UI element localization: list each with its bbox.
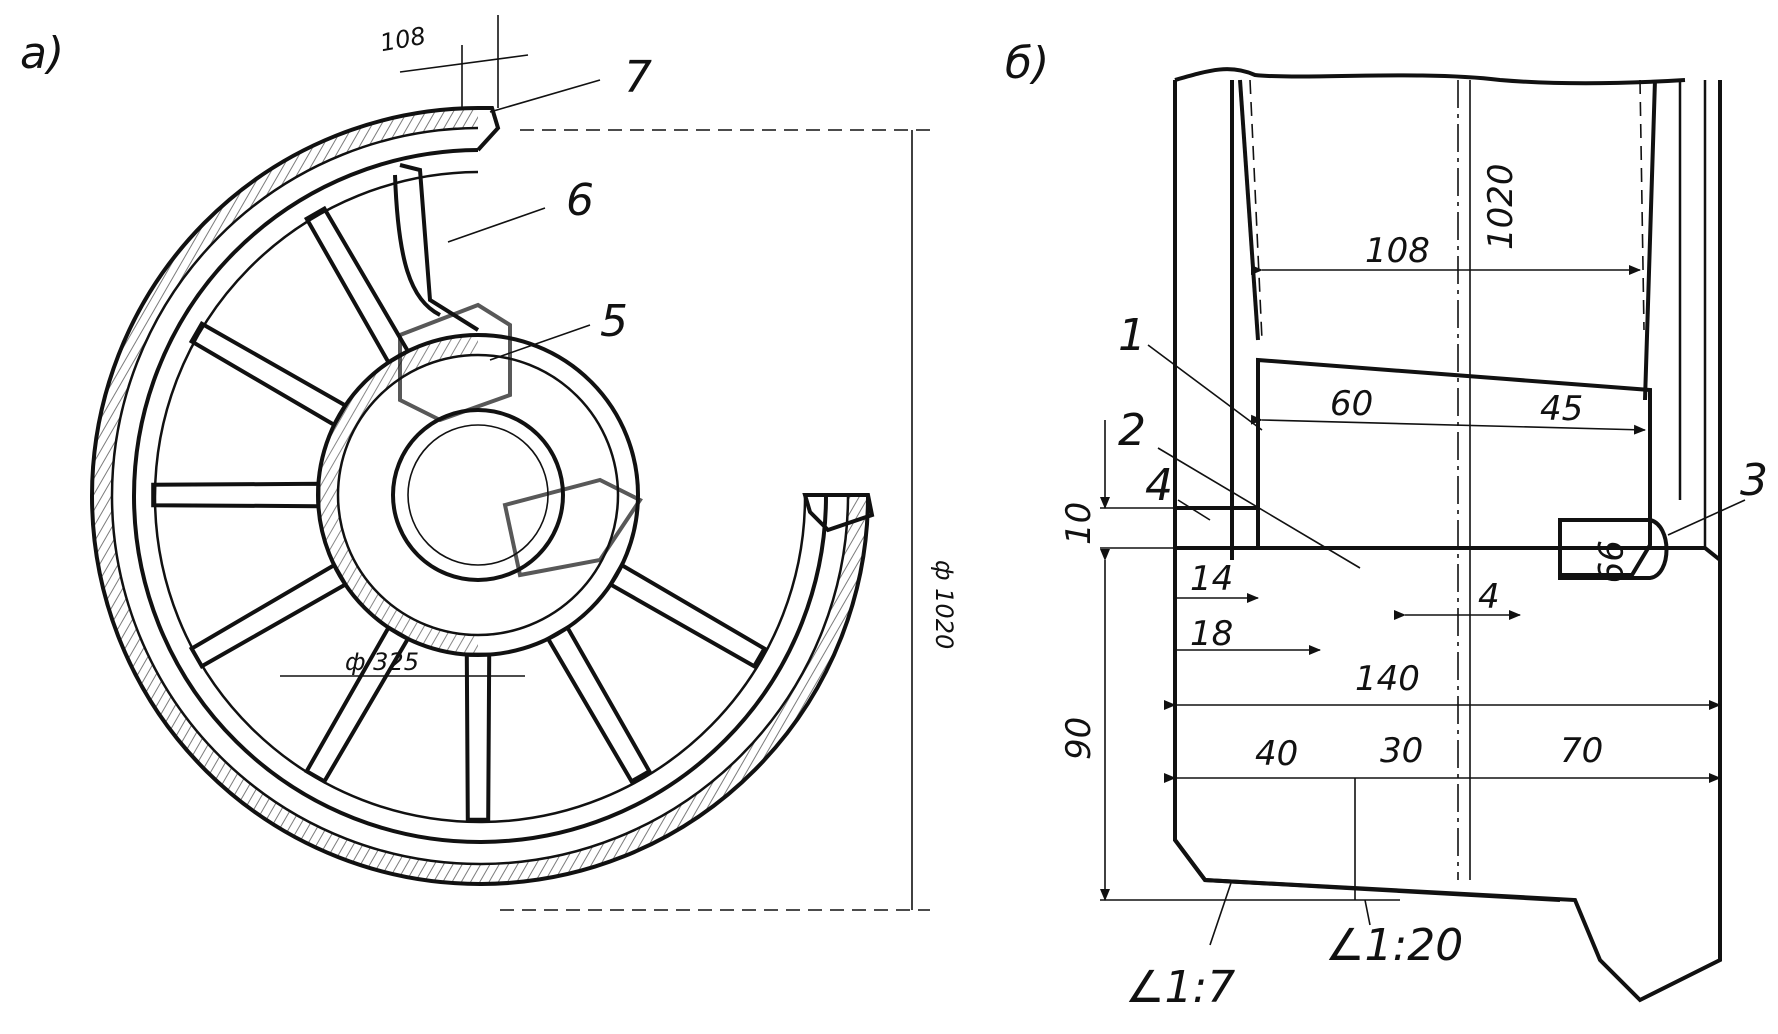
wheel-spoke: [303, 205, 411, 366]
panel-a-label: а): [20, 28, 64, 79]
panel-a-dim-108: 108: [378, 22, 428, 58]
wheel-spoke: [188, 562, 349, 670]
panel-b-section: 1 2 4 3 108 1020 60 45 10 14 18 4 99 140…: [1005, 38, 1768, 1013]
wheel-spokes: [151, 205, 768, 822]
wheel-spoke: [545, 624, 653, 785]
panel-b-dim-108: 108: [1365, 231, 1430, 271]
panel-b-part-3: 3: [1740, 455, 1768, 506]
wheel-spoke: [303, 624, 411, 785]
panel-b-dim-10: 10: [1059, 502, 1099, 545]
wheel-spoke: [151, 481, 321, 509]
panel-a-dim-325: ф 325: [345, 648, 419, 676]
panel-a-part-5: 5: [600, 296, 628, 347]
panel-b-dim-99: 99: [1589, 540, 1629, 583]
panel-b-dim-60: 60: [1330, 384, 1373, 424]
panel-b-dim-90: 90: [1059, 717, 1099, 760]
panel-a-dim-1020: ф 1020: [930, 560, 958, 649]
panel-b-part-1: 1: [1118, 310, 1146, 361]
panel-b-dim-1020: 1020: [1481, 163, 1521, 250]
wheel-spoke: [607, 562, 768, 670]
panel-b-label: б): [1005, 38, 1049, 89]
panel-b-dim-70: 70: [1560, 731, 1603, 771]
panel-b-taper-1-20: ∠1:20: [1325, 920, 1463, 971]
panel-b-dim-4: 4: [1478, 577, 1500, 617]
panel-b-part-4: 4: [1145, 460, 1173, 511]
panel-a-part-6: 6: [566, 175, 594, 226]
panel-b-dim-140: 140: [1355, 659, 1420, 699]
panel-b-dim-14: 14: [1190, 559, 1233, 599]
panel-a-part-7: 7: [624, 52, 652, 103]
panel-b-dim-30: 30: [1380, 731, 1423, 771]
wheel-spoke: [464, 652, 492, 822]
panel-b-dim-40: 40: [1255, 734, 1298, 774]
panel-a-wheel: 108 7 6 5 ф 1020 ф 325 а): [20, 15, 958, 911]
panel-b-dim-18: 18: [1190, 614, 1233, 654]
panel-b-part-2: 2: [1118, 405, 1146, 456]
wheel-spoke: [188, 320, 349, 428]
panel-b-dim-45: 45: [1540, 389, 1583, 429]
panel-b-taper-1-7: ∠1:7: [1125, 962, 1235, 1013]
